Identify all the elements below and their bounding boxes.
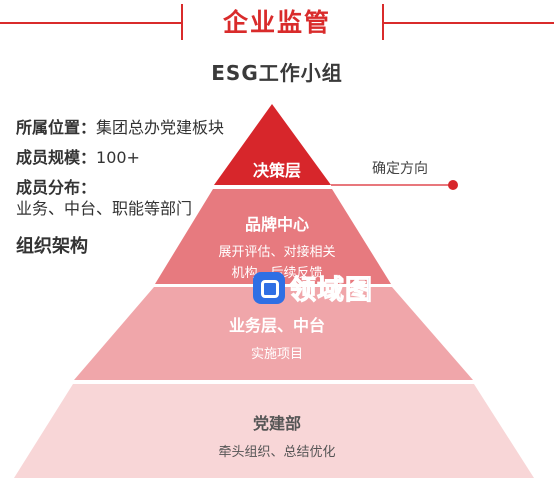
pyramid-level-business <box>74 287 473 380</box>
header-right-tick <box>382 4 384 40</box>
header-left-rule <box>0 22 183 24</box>
level-decision: 决策层 <box>0 157 554 181</box>
callout-label: 确定方向 <box>372 161 428 177</box>
watermark-text: 领域图 <box>289 275 373 307</box>
header-right-rule <box>384 22 554 24</box>
watermark-logo-icon <box>253 271 285 304</box>
level-brand-name: 品牌中心 <box>244 215 309 234</box>
level-business-desc: 实施项目 <box>250 347 303 362</box>
page-title: 企业监管 <box>222 8 331 37</box>
level-decision-name: 决策层 <box>252 161 301 180</box>
info-distribution-label: 成员分布： <box>16 178 97 197</box>
info-scale-label: 成员规模： <box>16 148 97 167</box>
level-party-name: 党建部 <box>252 414 301 433</box>
level-party: 党建部 牵头组织、总结优化 <box>0 410 554 460</box>
callout-dot <box>448 180 458 190</box>
info-scale: 成员规模：100+ <box>16 144 140 168</box>
pyramid-level-brand <box>155 189 391 284</box>
info-distribution: 成员分布： <box>16 174 96 198</box>
header-left-tick <box>181 4 183 40</box>
org-chart-title: 组织架构 <box>16 236 88 257</box>
info-location-value: 集团总办党建板块 <box>96 118 225 137</box>
level-business-name: 业务层、中台 <box>228 316 325 335</box>
level-business: 业务层、中台 实施项目 <box>0 312 554 362</box>
watermark: 领域图 <box>253 268 373 307</box>
info-scale-value: 100+ <box>96 148 140 167</box>
group-title: ESG工作小组 <box>211 61 343 85</box>
pyramid-level-decision <box>214 104 331 185</box>
level-party-desc: 牵头组织、总结优化 <box>218 445 336 460</box>
info-distribution-value: 业务、中台、职能等部门 <box>16 199 193 218</box>
level-brand-desc-1: 展开评估、对接相关 <box>218 245 336 260</box>
pyramid-level-party <box>14 384 534 478</box>
info-location: 所属位置：集团总办党建板块 <box>16 114 224 138</box>
info-location-label: 所属位置： <box>16 118 97 137</box>
